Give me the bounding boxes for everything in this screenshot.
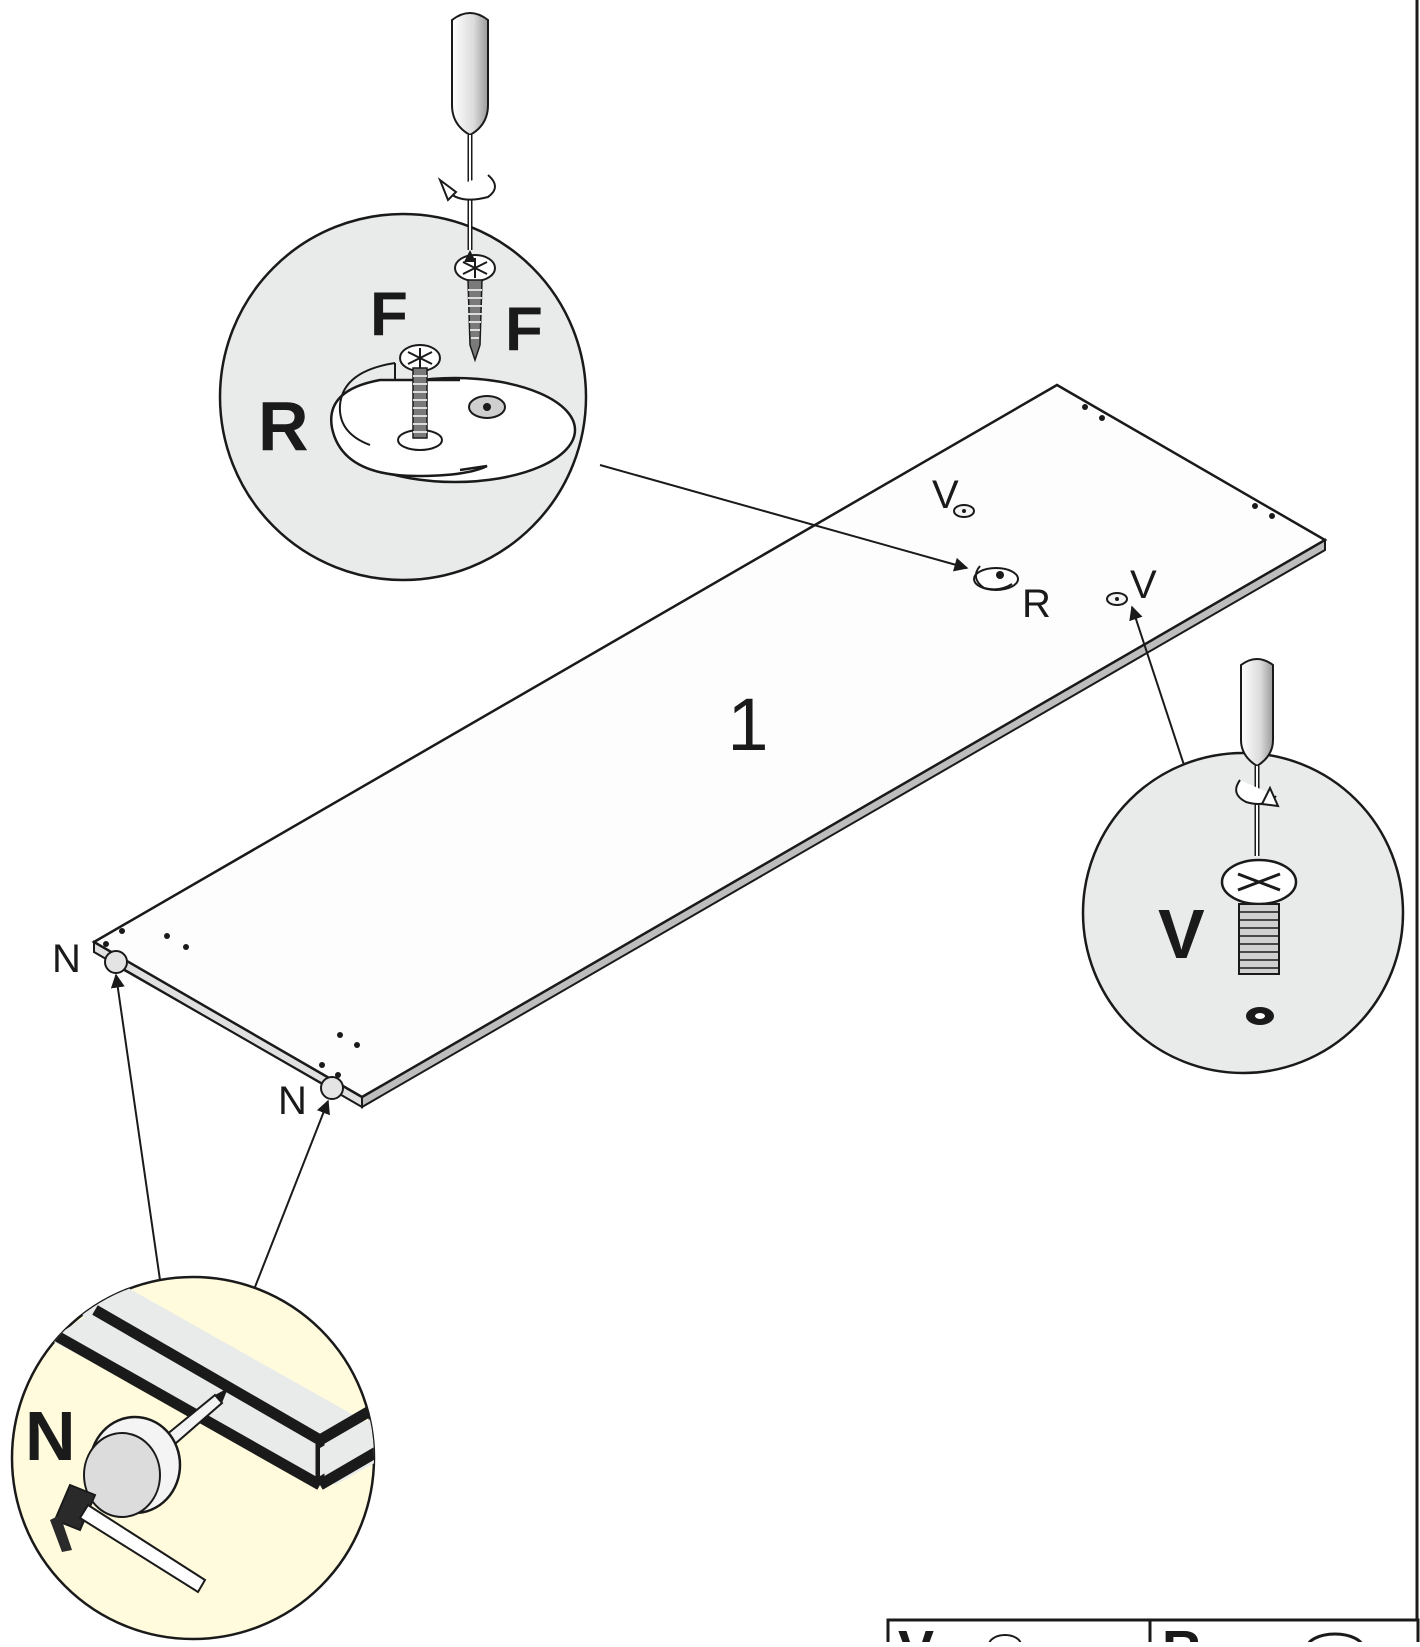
board-panel-1: 1 — [91, 383, 1328, 1109]
panel-number: 1 — [727, 683, 768, 766]
parts-table: V R — [886, 1618, 1420, 1647]
parts-table-cell-r: R — [1162, 1620, 1201, 1642]
label-n-right: N — [278, 1079, 307, 1123]
board-top-face — [91, 383, 1328, 1099]
label-v-right: V — [1130, 563, 1157, 607]
arrow-bottom-to-n-left — [110, 973, 161, 1281]
callout-bottom-label-n: N — [25, 1397, 76, 1475]
parts-table-cell-v: V — [898, 1620, 934, 1642]
callout-top-label-f1: F — [370, 280, 408, 349]
callout-top-label-r: R — [258, 387, 309, 465]
leader-arrows — [110, 464, 1185, 1288]
callout-top-label-f2: F — [505, 295, 543, 364]
screwdriver-top — [437, 12, 496, 262]
parts-table-r-thumb — [1305, 1632, 1365, 1647]
callout-bottom: N — [10, 1275, 376, 1641]
board-nail-right — [320, 1076, 344, 1100]
board-screw-v-upper — [953, 504, 975, 518]
board-screw-v-right — [1106, 592, 1128, 606]
label-r: R — [1022, 582, 1051, 626]
arrow-right-to-v — [1129, 605, 1185, 766]
screwdriver-right — [1235, 658, 1280, 856]
callout-right: V — [1081, 751, 1405, 1075]
label-v-upper: V — [932, 473, 959, 517]
callout-top: F F R — [218, 212, 588, 582]
board-holes — [103, 404, 1275, 1078]
board-nail-left — [104, 950, 128, 974]
callout-right-label-v: V — [1158, 895, 1205, 973]
label-n-left: N — [52, 937, 81, 981]
arrow-bottom-to-n-right — [254, 1099, 330, 1288]
board-hanger-r — [973, 565, 1019, 591]
arrow-top-to-r — [599, 464, 969, 572]
